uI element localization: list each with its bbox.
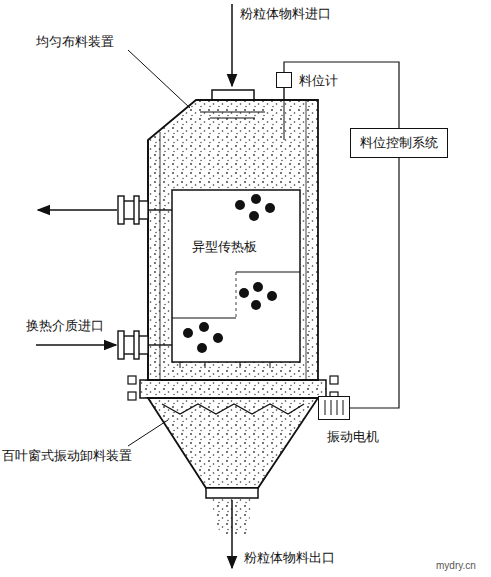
medium-outlet-arrow (38, 209, 117, 211)
inlet-label: 粉粒体物料进口 (240, 6, 331, 22)
louver-blades (162, 404, 304, 414)
vibration-motor: 振动电机 (318, 396, 350, 420)
part-label: 百叶窗式振动卸料装置 (2, 448, 132, 464)
part-label: 均匀布料装置 (36, 34, 114, 50)
node-label: 振动电机 (327, 429, 379, 445)
gauge-probe (284, 100, 285, 140)
watermark: mydry.cn (436, 560, 476, 572)
medium-inlet-arrow (36, 344, 116, 346)
part-label: 异型传热板 (190, 238, 259, 256)
node-label: 料位计 (299, 73, 338, 89)
leader-line (128, 420, 168, 446)
signal-wire (284, 62, 399, 128)
level-gauge: 料位计 (276, 72, 292, 88)
vessel-shell (148, 100, 318, 380)
discharge-cone (148, 398, 318, 488)
vessel-inner-wall (160, 132, 161, 380)
heat-transfer-plate-box (172, 190, 300, 362)
motor-symbol (319, 397, 349, 419)
flange-bolts (128, 376, 338, 400)
inlet-flange (212, 90, 254, 100)
leader-line (128, 50, 190, 108)
control-box: 料位控制系统 (350, 128, 448, 158)
box-label: 料位控制系统 (360, 135, 438, 151)
plate-holes (183, 194, 277, 353)
outlet-label: 粉粒体物料出口 (244, 550, 335, 566)
distributor (200, 112, 265, 118)
bottom-flange (140, 380, 326, 398)
signal-wire (350, 158, 399, 408)
inlet-arrow (231, 4, 233, 86)
inlet-label: 换热介质进口 (26, 318, 104, 334)
medium-pipes (118, 196, 172, 359)
outlet-arrow (231, 500, 233, 568)
